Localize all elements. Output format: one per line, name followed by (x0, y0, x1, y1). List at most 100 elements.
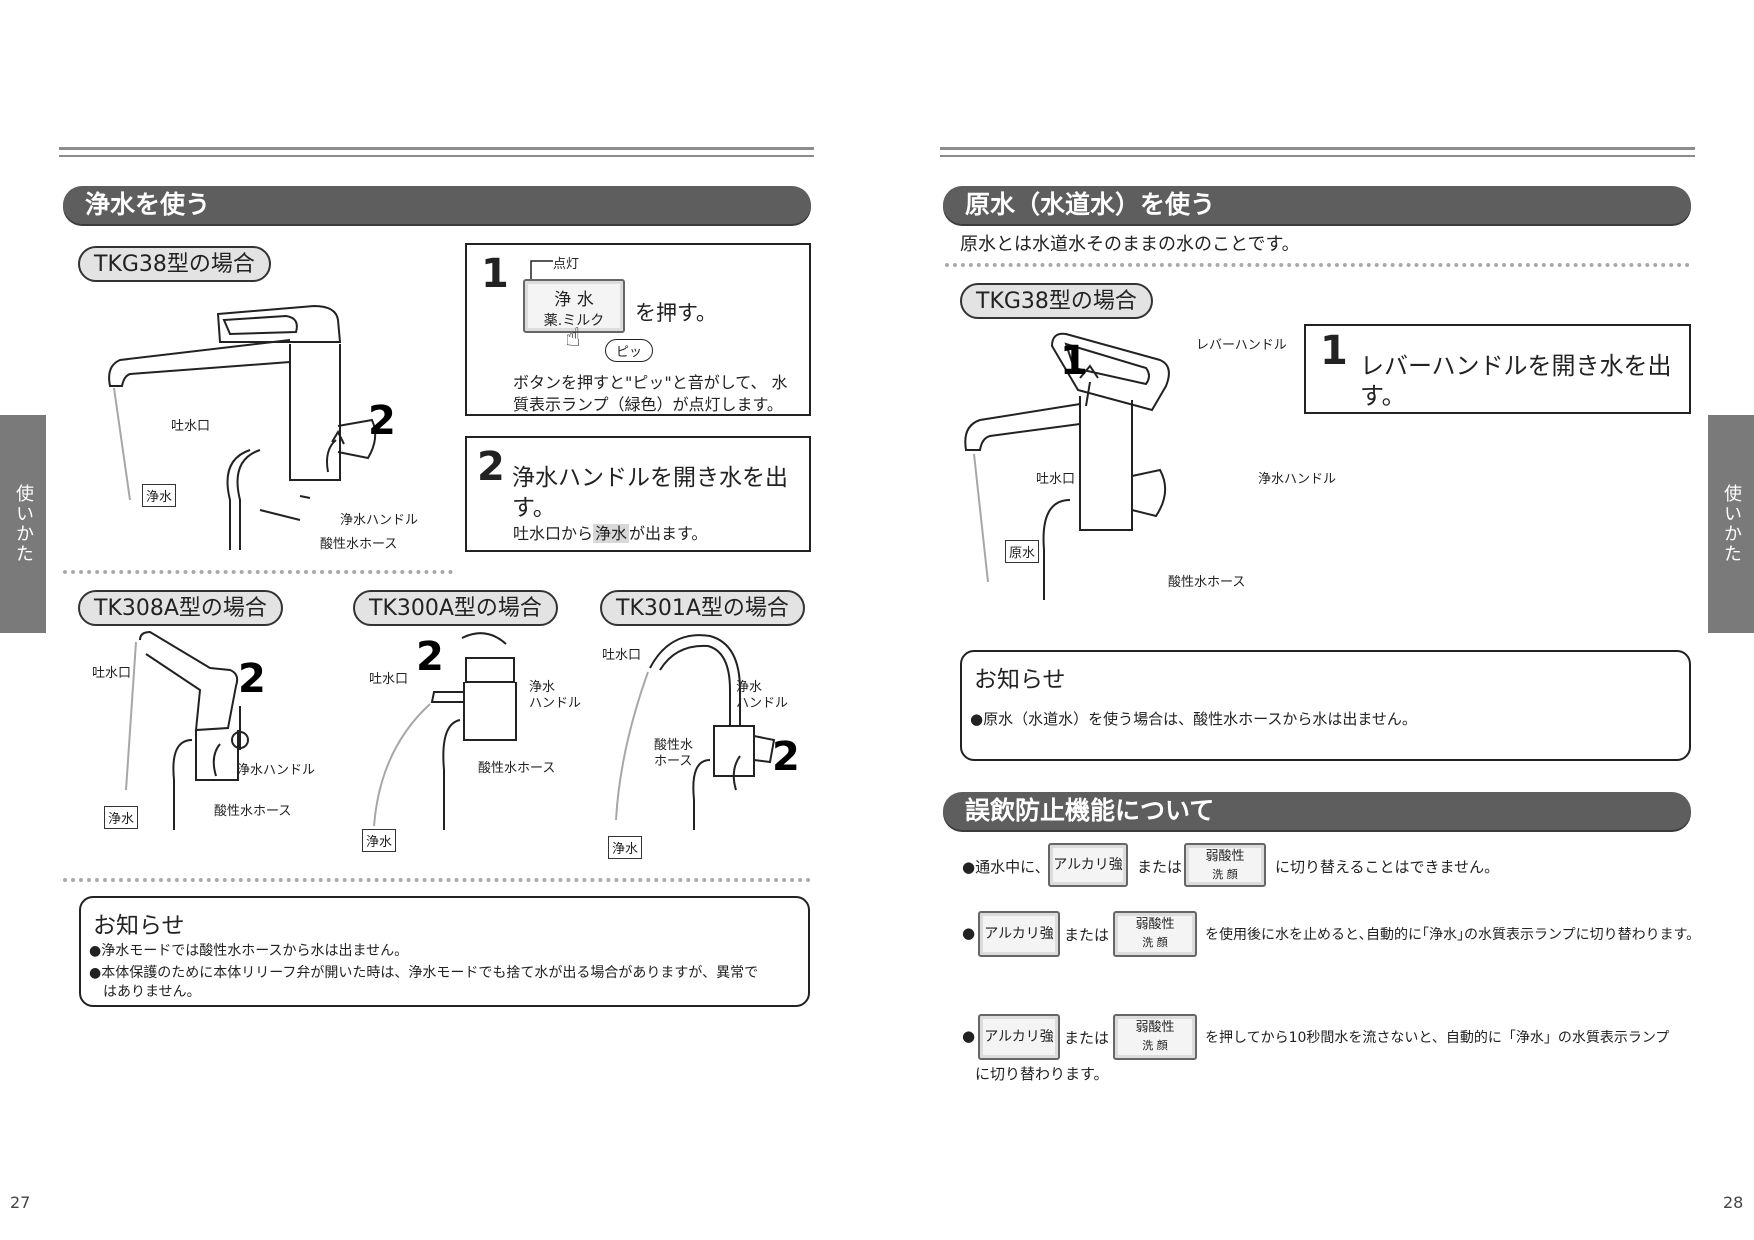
tk300a-handle-label-1: 浄水 (529, 680, 556, 695)
step-number-2: 2 (368, 398, 396, 444)
notice-line-3: はありません。 (103, 984, 201, 1000)
top-rule-2 (59, 155, 814, 157)
section-title-misdrink: 誤飲防止機能について (943, 792, 1691, 830)
step2-desc-after: が出ます。 (629, 524, 708, 543)
top-rule (59, 147, 814, 150)
step1-box: 1 点灯 浄 水 薬.ミルク を押す。 ☝ ピッ ボタンを押すと"ピッ"と音がし… (465, 243, 811, 416)
weak-acid-button[interactable]: 弱酸性 洗 顔 (1184, 843, 1266, 887)
step2-desc-highlight: 浄水 (593, 524, 630, 543)
hose-label: 酸性水ホース (320, 537, 398, 552)
row2-or: または (1064, 926, 1110, 944)
row1-text: に切り替えることはできません。 (1275, 858, 1500, 876)
alkali-strong-label-2: アルカリ強 (984, 926, 1054, 942)
step2-desc: 吐水口から浄水が出ます。 (513, 520, 707, 544)
tk301a-handle-label-2: ハンドル (736, 696, 789, 711)
right-step1-line2: す。 (1360, 382, 1406, 410)
step2-desc-before: 吐水口から (513, 524, 594, 543)
weak-acid-button-2[interactable]: 弱酸性 洗 顔 (1113, 911, 1197, 957)
model-label-tkg38-right: TKG38型の場合 (960, 283, 1153, 319)
face-wash-label-3: 洗 顔 (1142, 1039, 1168, 1052)
row1-or: または (1137, 858, 1183, 876)
faucet-illustration-tk308a: 2 (125, 630, 266, 830)
beep-bubble: ピッ (605, 339, 654, 362)
tk308a-water-tag: 浄水 (104, 806, 139, 829)
step1-number: 1 (481, 251, 509, 297)
right-notice-title: お知らせ (974, 667, 1066, 693)
section-title-tap-water: 原水（水道水）を使う (943, 186, 1691, 224)
hand-pointer-icon: ☝ (565, 323, 581, 353)
tk308a-handle-label: 浄水ハンドル (237, 763, 316, 778)
right-step1-number: 1 (1320, 328, 1348, 374)
step1-desc-2: 質表示ランプ（緑色）が点灯します。 (513, 395, 783, 414)
tk301a-step-number: 2 (772, 734, 800, 780)
weak-acid-label-3: 弱酸性 (1135, 1020, 1175, 1035)
notice-line-1: ●浄水モードでは酸性水ホースから水は出ません。 (89, 943, 409, 959)
weak-acid-label-2: 弱酸性 (1135, 917, 1175, 932)
tk301a-hose-label-2: ホース (654, 754, 693, 769)
spout-label: 吐水口 (171, 419, 211, 434)
water-tag-pure: 浄水 (142, 484, 177, 507)
tk301a-spout-label: 吐水口 (602, 648, 642, 663)
step2-number: 2 (477, 444, 505, 490)
lever-label: レバーハンドル (1196, 338, 1287, 353)
tk300a-hose-label: 酸性水ホース (478, 761, 556, 776)
right-step1-line1: レバーハンドルを開き水を出 (1360, 352, 1672, 380)
pure-water-button-label: 浄 水 (554, 290, 594, 310)
row3-text-2: に切り替わります。 (975, 1065, 1109, 1083)
alkali-strong-button-2[interactable]: アルカリ強 (978, 911, 1060, 957)
tk308a-hose-label: 酸性水ホース (214, 804, 292, 819)
faucet-illustration-tkg38: 2 (108, 304, 396, 550)
tk301a-water-tag: 浄水 (608, 836, 643, 859)
alkali-strong-button[interactable]: アルカリ強 (1048, 843, 1128, 887)
alkali-strong-button-3[interactable]: アルカリ強 (978, 1014, 1060, 1060)
right-step-number: 1 (1060, 338, 1088, 384)
step2-title-2: す。 (512, 495, 556, 521)
tk300a-spout-label: 吐水口 (369, 672, 409, 687)
side-tab-left: 使いかた (0, 415, 46, 633)
model-label-tk301a: TK301A型の場合 (600, 590, 805, 626)
row2-bullet: ● (962, 924, 976, 942)
alkali-strong-label-3: アルカリ強 (984, 1029, 1054, 1045)
tk300a-step-number: 2 (416, 634, 444, 680)
lamp-pointer-line (530, 260, 553, 281)
weak-acid-button-3[interactable]: 弱酸性 洗 顔 (1113, 1014, 1197, 1060)
right-handle-label: 浄水ハンドル (1258, 472, 1337, 487)
right-step1-box: 1 レバーハンドルを開き水を出 す。 (1304, 324, 1691, 414)
section-title-pure-water: 浄水を使う (63, 186, 811, 224)
page-number-right: 28 (1723, 1193, 1744, 1212)
raw-water-tag: 原水 (1005, 540, 1040, 563)
step2-title-1: 浄水ハンドルを開き水を出 (512, 465, 788, 491)
tk300a-water-tag: 浄水 (362, 829, 397, 852)
press-instruction: を押す。 (635, 301, 717, 325)
alkali-strong-label: アルカリ強 (1053, 857, 1123, 873)
row3-or: または (1064, 1029, 1110, 1047)
tk301a-hose-label-1: 酸性水 (654, 738, 694, 753)
notice-title: お知らせ (93, 913, 185, 939)
divider-dotted-2 (63, 878, 811, 882)
right-spout-label: 吐水口 (1036, 472, 1076, 487)
weak-acid-label: 弱酸性 (1205, 849, 1245, 864)
tk300a-handle-label-2: ハンドル (529, 696, 582, 711)
model-label-tkg38: TKG38型の場合 (78, 246, 271, 282)
pure-water-button[interactable]: 浄 水 薬.ミルク (523, 279, 625, 333)
row3-bullet: ● (962, 1027, 976, 1045)
divider-dotted-right (945, 263, 1690, 267)
model-label-tk300a: TK300A型の場合 (353, 590, 558, 626)
right-hose-label: 酸性水ホース (1168, 575, 1246, 590)
faucet-illustration-tk301a: 2 (615, 634, 800, 830)
medicine-milk-label: 薬.ミルク (543, 313, 605, 329)
right-notice-line-1: ●原水（水道水）を使う場合は、酸性水ホースから水は出ません。 (970, 710, 1417, 728)
page-number-left: 27 (10, 1193, 31, 1212)
tk308a-spout-label: 吐水口 (92, 666, 132, 681)
row2-text: を使用後に水を止めると､自動的に｢浄水｣の水質表示ランプに切り替わります。 (1205, 927, 1701, 943)
row3-text: を押してから10秒間水を流さないと、自動的に「浄水」の水質表示ランプ (1205, 1030, 1670, 1046)
notice-line-2: ●本体保護のために本体リリーフ弁が開いた時は、浄水モードでも捨て水が出る場合があ… (89, 965, 759, 981)
row1-bullet: ●通水中に、 (962, 858, 1050, 876)
model-label-tk308a: TK308A型の場合 (78, 590, 283, 626)
side-tab-right: 使いかた (1708, 415, 1754, 633)
tk301a-handle-label-1: 浄水 (736, 680, 763, 695)
tk308a-step-number: 2 (238, 656, 266, 702)
section-subtitle: 原水とは水道水そのままの水のことです。 (960, 234, 1300, 255)
step1-desc-1: ボタンを押すと"ピッ"と音がして、 水 (513, 373, 788, 392)
notice-box-left: お知らせ ●浄水モードでは酸性水ホースから水は出ません。 ●本体保護のために本体… (79, 896, 810, 1007)
